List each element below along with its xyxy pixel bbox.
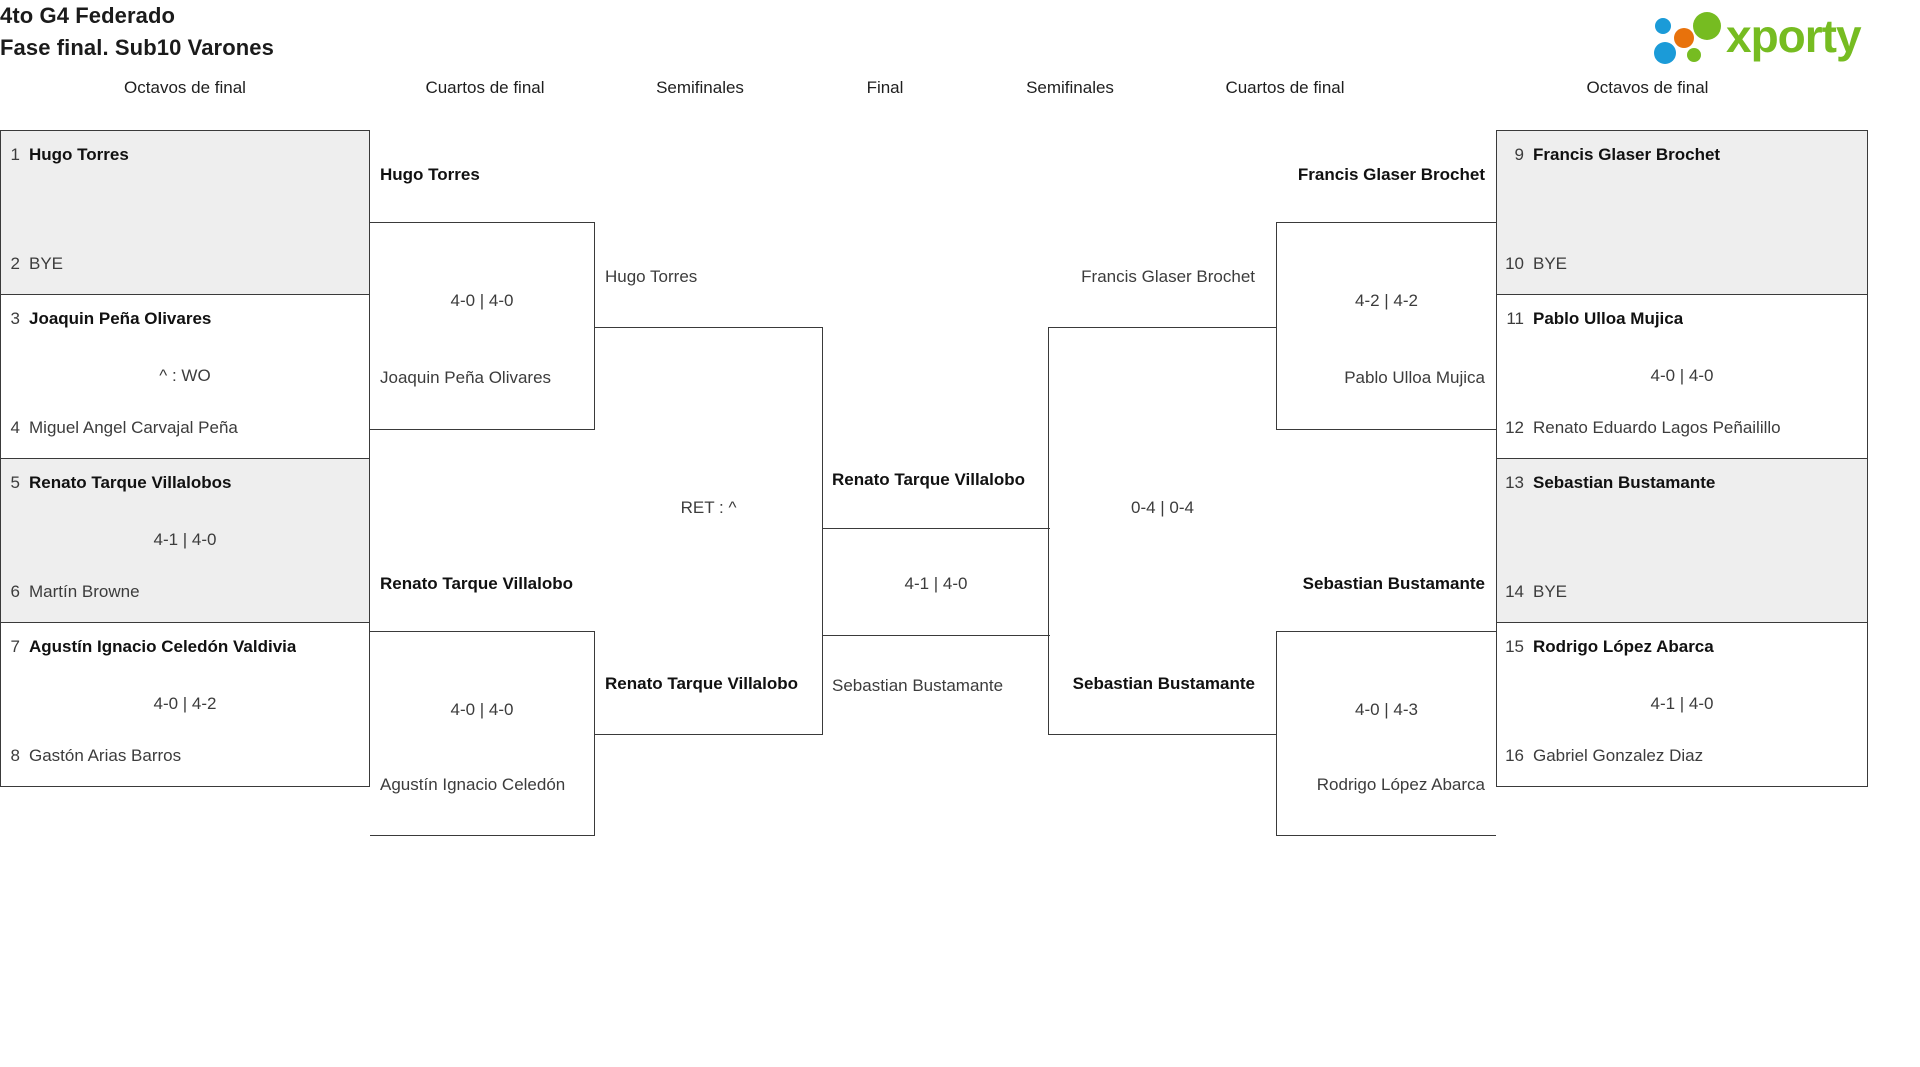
advancing-player-name: Sebastian Bustamante bbox=[1302, 574, 1485, 593]
seed-number: 13 bbox=[1505, 473, 1524, 492]
champion-name: Renato Tarque Villalobo bbox=[832, 470, 1026, 489]
tournament-title-line2: Fase final. Sub10 Varones bbox=[0, 35, 274, 60]
player-name: BYE bbox=[1533, 254, 1568, 273]
seed-number: 9 bbox=[1514, 145, 1524, 164]
player-name: Gastón Arias Barros bbox=[29, 746, 182, 765]
player-name: Sebastian Bustamante bbox=[1533, 473, 1716, 492]
match-box-octavos-4[interactable]: 7 Agustín Ignacio Celedón Valdivia 4-0 |… bbox=[0, 622, 370, 787]
match-score: 4-2 | 4-2 bbox=[1354, 291, 1418, 310]
advancing-player-name: Francis Glaser Brochet bbox=[1297, 165, 1485, 184]
match-score: 4-0 | 4-0 bbox=[1650, 366, 1714, 385]
match-score: ^ : WO bbox=[159, 366, 211, 385]
seed-number: 8 bbox=[10, 746, 20, 765]
seed-number: 10 bbox=[1505, 254, 1524, 273]
match-box-octavos-3[interactable]: 5 Renato Tarque Villalobos 4-1 | 4-0 6 M… bbox=[0, 458, 370, 623]
eliminated-player-name: Agustín Ignacio Celedón bbox=[380, 775, 566, 794]
seed-number: 11 bbox=[1506, 309, 1524, 328]
round-header-right-cuartos: Cuartos de final bbox=[1225, 78, 1345, 97]
eliminated-player-name: Francis Glaser Brochet bbox=[1081, 267, 1255, 286]
round-header-final: Final bbox=[866, 78, 904, 97]
match-score: 4-0 | 4-2 bbox=[153, 694, 217, 713]
player-name: Gabriel Gonzalez Diaz bbox=[1533, 746, 1704, 765]
match-score: 4-0 | 4-0 bbox=[450, 291, 514, 310]
player-name: Francis Glaser Brochet bbox=[1533, 145, 1721, 164]
match-score: 4-0 | 4-3 bbox=[1354, 700, 1418, 719]
player-name: Renato Tarque Villalobos bbox=[29, 473, 232, 492]
match-box-octavos-5[interactable]: 9 Francis Glaser Brochet 10 BYE bbox=[1496, 130, 1868, 295]
player-name: Rodrigo López Abarca bbox=[1533, 637, 1714, 656]
seed-number: 1 bbox=[10, 145, 20, 164]
seed-number: 2 bbox=[10, 254, 20, 273]
match-box-cuartos-left-2[interactable]: 4-0 | 4-0 bbox=[370, 631, 595, 836]
match-box-cuartos-right-1[interactable]: 4-2 | 4-2 bbox=[1276, 222, 1496, 430]
seed-number: 15 bbox=[1505, 637, 1524, 656]
eliminated-player-name: Hugo Torres bbox=[605, 267, 698, 286]
match-box-semifinal-right[interactable]: 0-4 | 0-4 bbox=[1048, 327, 1276, 735]
round-header-right-semis: Semifinales bbox=[1026, 78, 1114, 97]
seed-number: 3 bbox=[10, 309, 20, 328]
seed-number: 5 bbox=[10, 473, 20, 492]
eliminated-player-name: Pablo Ulloa Mujica bbox=[1344, 368, 1485, 387]
player-name: Joaquin Peña Olivares bbox=[29, 309, 212, 328]
player-name: Pablo Ulloa Mujica bbox=[1533, 309, 1684, 328]
match-score: 4-1 | 4-0 bbox=[153, 530, 217, 549]
match-score: 0-4 | 0-4 bbox=[1130, 498, 1194, 517]
match-score: 4-0 | 4-0 bbox=[450, 700, 514, 719]
eliminated-player-name: Rodrigo López Abarca bbox=[1316, 775, 1485, 794]
seed-number: 6 bbox=[10, 582, 20, 601]
player-name: Renato Eduardo Lagos Peñailillo bbox=[1533, 418, 1781, 437]
logo-dots-icon bbox=[1654, 12, 1721, 64]
match-box-octavos-1[interactable]: 1 Hugo Torres 2 BYE bbox=[0, 130, 370, 295]
player-name: Miguel Angel Carvajal Peña bbox=[29, 418, 238, 437]
match-box-octavos-8[interactable]: 15 Rodrigo López Abarca 4-1 | 4-0 16 Gab… bbox=[1496, 622, 1868, 787]
match-score: 4-1 | 4-0 bbox=[1650, 694, 1714, 713]
match-score: 4-1 | 4-0 bbox=[904, 574, 968, 593]
round-header-left-cuartos: Cuartos de final bbox=[425, 78, 545, 97]
eliminated-player-name: Joaquin Peña Olivares bbox=[380, 368, 552, 387]
page-title: 4to G4 Federado Fase final. Sub10 Varone… bbox=[0, 0, 900, 64]
xporty-logo: xporty bbox=[1650, 8, 1910, 66]
tournament-title-line1: 4to G4 Federado bbox=[0, 3, 176, 28]
player-name: Martín Browne bbox=[29, 582, 140, 601]
runner-up-name: Sebastian Bustamante bbox=[832, 676, 1004, 695]
advancing-player-name: Sebastian Bustamante bbox=[1072, 674, 1255, 693]
player-name: Agustín Ignacio Celedón Valdivia bbox=[29, 637, 297, 656]
logo-wordmark: xporty bbox=[1726, 10, 1862, 62]
round-header-left-semis: Semifinales bbox=[656, 78, 744, 97]
seed-number: 14 bbox=[1505, 582, 1524, 601]
advancing-player-name: Hugo Torres bbox=[380, 165, 480, 184]
player-name: Hugo Torres bbox=[29, 145, 129, 164]
match-box-octavos-2[interactable]: 3 Joaquin Peña Olivares ^ : WO 4 Miguel … bbox=[0, 294, 370, 459]
seed-number: 12 bbox=[1505, 418, 1524, 437]
advancing-player-name: Renato Tarque Villalobo bbox=[380, 574, 574, 593]
advancing-player-name: Renato Tarque Villalobo bbox=[605, 674, 799, 693]
round-header-right-octavos: Octavos de final bbox=[1586, 78, 1709, 97]
match-box-octavos-7[interactable]: 13 Sebastian Bustamante 14 BYE bbox=[1496, 458, 1868, 623]
match-box-cuartos-right-2[interactable]: 4-0 | 4-3 bbox=[1276, 631, 1496, 836]
match-score: RET : ^ bbox=[680, 498, 737, 517]
match-box-semifinal-left[interactable]: RET : ^ bbox=[595, 327, 823, 735]
seed-number: 4 bbox=[10, 418, 20, 437]
seed-number: 7 bbox=[10, 637, 20, 656]
match-box-octavos-6[interactable]: 11 Pablo Ulloa Mujica 4-0 | 4-0 12 Renat… bbox=[1496, 294, 1868, 459]
player-name: BYE bbox=[1533, 582, 1568, 601]
seed-number: 16 bbox=[1505, 746, 1524, 765]
match-box-cuartos-left-1[interactable]: 4-0 | 4-0 bbox=[370, 222, 595, 430]
player-name: BYE bbox=[29, 254, 64, 273]
round-header-left-octavos: Octavos de final bbox=[124, 78, 246, 97]
match-box-final[interactable]: 4-1 | 4-0 bbox=[822, 528, 1050, 636]
